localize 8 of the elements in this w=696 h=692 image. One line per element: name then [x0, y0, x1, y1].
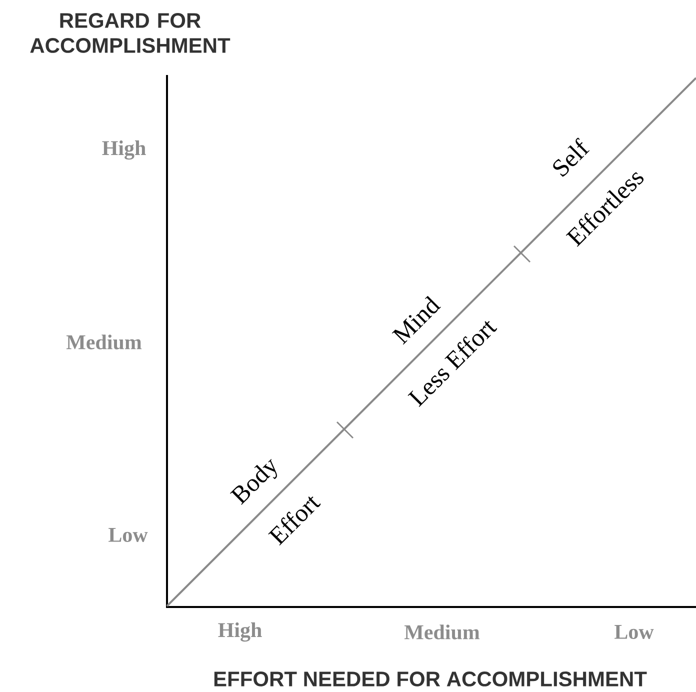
- tick-label: Low: [108, 528, 148, 542]
- tick-label: Medium: [66, 334, 142, 350]
- axis-title: EFFORT NEEDED FOR ACCOMPLISHMENT: [214, 672, 647, 686]
- tick-label: Medium: [404, 624, 480, 640]
- axis-title: REGARD FOR ACCOMPLISHMENT: [30, 13, 230, 53]
- tick-label: High: [102, 140, 146, 160]
- tick-label: High: [218, 622, 262, 642]
- tick-label: Low: [614, 625, 654, 639]
